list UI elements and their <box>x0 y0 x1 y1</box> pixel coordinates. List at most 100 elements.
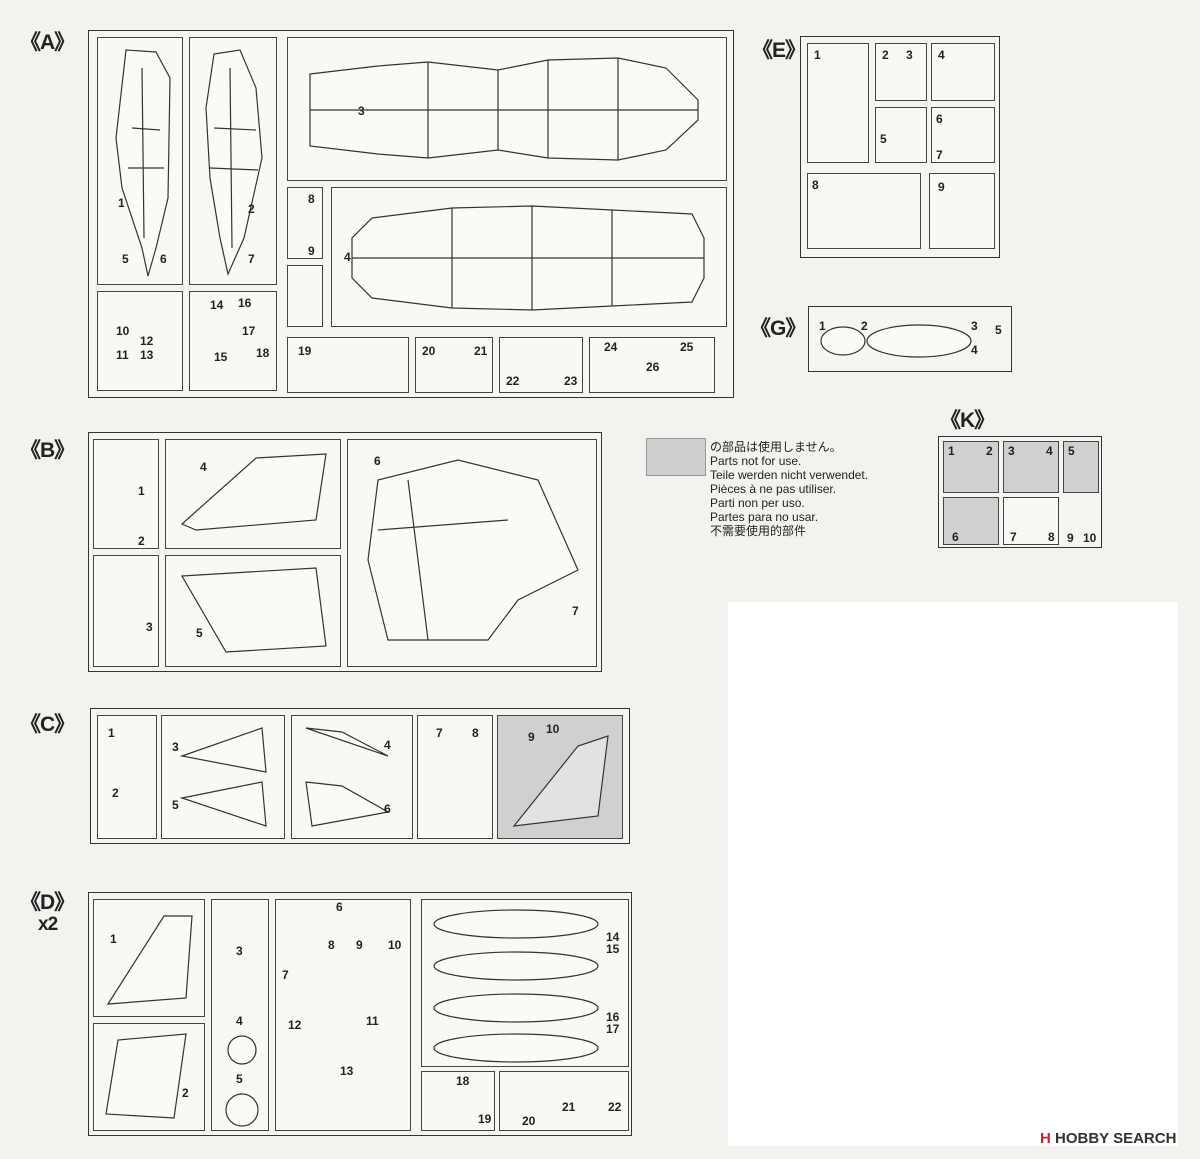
part-a23-label: 23 <box>564 374 578 388</box>
part-k2-label: 2 <box>986 444 993 458</box>
sprue-a-cell-20-21: 20 21 <box>415 337 493 393</box>
part-d5-label: 5 <box>236 1072 243 1086</box>
sprue-d-cell-2: 2 <box>93 1023 205 1131</box>
part-a7-label: 7 <box>248 252 255 266</box>
part-c7-label: 7 <box>436 726 443 740</box>
part-c10-label: 10 <box>546 722 560 736</box>
sprue-b-cell-3: 3 <box>93 555 159 667</box>
sprue-k-cell-7-8: 7 8 <box>1003 497 1059 545</box>
part-b6-b7-drawing <box>367 459 579 641</box>
part-a9-label: 9 <box>308 244 315 258</box>
part-k10-label: 10 <box>1083 531 1097 545</box>
part-b1-label: 1 <box>138 484 145 498</box>
part-g4-label: 4 <box>971 343 978 357</box>
part-c10-drawing <box>512 735 609 827</box>
sprue-c-cell-9-10-not-used: 9 10 <box>497 715 623 839</box>
sprue-d-cell-1: 1 <box>93 899 205 1017</box>
sprue-a-frame: 1 5 6 2 7 3 8 9 4 10 11 12 13 <box>88 30 734 398</box>
sprue-e-cell-6-7: 6 7 <box>931 107 995 163</box>
sprue-e-cell-2-3: 2 3 <box>875 43 927 101</box>
part-a4-label: 4 <box>344 250 351 264</box>
sprue-a-cell-fuselage-lower: 4 <box>331 187 727 327</box>
legend-line-it: Parti non per uso. <box>710 496 805 510</box>
part-a13-label: 13 <box>140 348 154 362</box>
part-d21-label: 21 <box>562 1100 576 1114</box>
part-d6-label: 6 <box>336 900 343 914</box>
part-c4-label: 4 <box>384 738 391 752</box>
legend-line-zh: 不需要使用的部件 <box>710 524 807 538</box>
part-d9-label: 9 <box>356 938 363 952</box>
part-d1-label: 1 <box>110 932 117 946</box>
part-e9-label: 9 <box>938 180 945 194</box>
part-d1-drawing <box>106 915 193 1005</box>
sprue-e-cell-8: 8 <box>807 173 921 249</box>
part-e6-label: 6 <box>936 112 943 126</box>
hobbysearch-mark-icon: H <box>1040 1130 1051 1147</box>
part-a26-label: 26 <box>646 360 660 374</box>
part-c5-label: 5 <box>172 798 179 812</box>
part-a2-drawing <box>205 49 263 276</box>
part-a14-label: 14 <box>210 298 224 312</box>
part-k9-label: 9 <box>1067 531 1074 545</box>
part-d13-label: 13 <box>340 1064 354 1078</box>
part-k3-label: 3 <box>1008 444 1015 458</box>
sprue-e-frame: 1 2 3 4 5 6 7 8 9 <box>800 36 1000 258</box>
part-c9-label: 9 <box>528 730 535 744</box>
part-b6-label: 6 <box>374 454 381 468</box>
sprue-d-cell-tanks: 14 15 16 17 <box>421 899 629 1067</box>
sprue-b-cell-5: 5 <box>165 555 341 667</box>
part-b5-drawing <box>180 567 327 653</box>
part-c3-label: 3 <box>172 740 179 754</box>
part-c3-c5-drawing <box>179 727 267 827</box>
part-a3-drawing <box>309 57 699 161</box>
sprue-a-cell-nose-left: 1 5 6 <box>97 37 183 285</box>
sprue-a-cell-small-8-9: 8 9 <box>287 187 323 259</box>
fuel-tanks-drawing <box>433 909 599 1063</box>
part-a10-label: 10 <box>116 324 130 338</box>
part-a22-label: 22 <box>506 374 520 388</box>
part-a6-label: 6 <box>160 252 167 266</box>
part-a3-label: 3 <box>358 104 365 118</box>
canopy-drawing <box>820 324 972 358</box>
part-b3-label: 3 <box>146 620 153 634</box>
group-label-d: 《D》 <box>20 891 75 914</box>
legend-line-de: Teile werden nicht verwendet. <box>710 468 869 482</box>
part-k7-label: 7 <box>1010 530 1017 544</box>
part-c1-label: 1 <box>108 726 115 740</box>
part-d7-label: 7 <box>282 968 289 982</box>
sprue-k-cell-3-4: 3 4 <box>1003 441 1059 493</box>
sprue-b-cell-4: 4 <box>165 439 341 549</box>
part-a17-label: 17 <box>242 324 256 338</box>
part-b4-label: 4 <box>200 460 207 474</box>
part-k4-label: 4 <box>1046 444 1053 458</box>
part-d14-label: 14 <box>606 930 620 944</box>
part-e2-label: 2 <box>882 48 889 62</box>
group-d-quantity: x2 <box>38 914 58 935</box>
group-label-b: 《B》 <box>20 439 75 462</box>
part-a15-label: 15 <box>214 350 228 364</box>
legend-line-es: Partes para no usar. <box>710 510 819 524</box>
part-e1-label: 1 <box>814 48 821 62</box>
sprue-a-cell-19: 19 <box>287 337 409 393</box>
sprue-k-cell-5: 5 <box>1063 441 1099 493</box>
legend-line-fr: Pièces à ne pas utiliser. <box>710 482 837 496</box>
sprue-c-cell-4-6: 4 6 <box>291 715 413 839</box>
part-d2-drawing <box>105 1033 187 1119</box>
part-g5-label: 5 <box>995 323 1002 337</box>
part-k6-label: 6 <box>952 530 959 544</box>
sprue-a-cell-24-26: 24 25 26 <box>589 337 715 393</box>
sprue-a-cell-empty <box>287 265 323 327</box>
part-a5-label: 5 <box>122 252 129 266</box>
part-a2-label: 2 <box>248 202 255 216</box>
part-b2-label: 2 <box>138 534 145 548</box>
group-label-e: 《E》 <box>752 39 806 62</box>
sprue-c-cell-7-8: 7 8 <box>417 715 493 839</box>
sprue-k-cell-6: 6 <box>943 497 999 545</box>
part-g3-label: 3 <box>971 319 978 333</box>
wheel-drawing <box>225 1035 259 1127</box>
sprue-e-cell-9: 9 <box>929 173 995 249</box>
part-d19-label: 19 <box>478 1112 492 1126</box>
part-a19-label: 19 <box>298 344 312 358</box>
part-a24-label: 24 <box>604 340 618 354</box>
blank-area <box>728 602 1178 1146</box>
